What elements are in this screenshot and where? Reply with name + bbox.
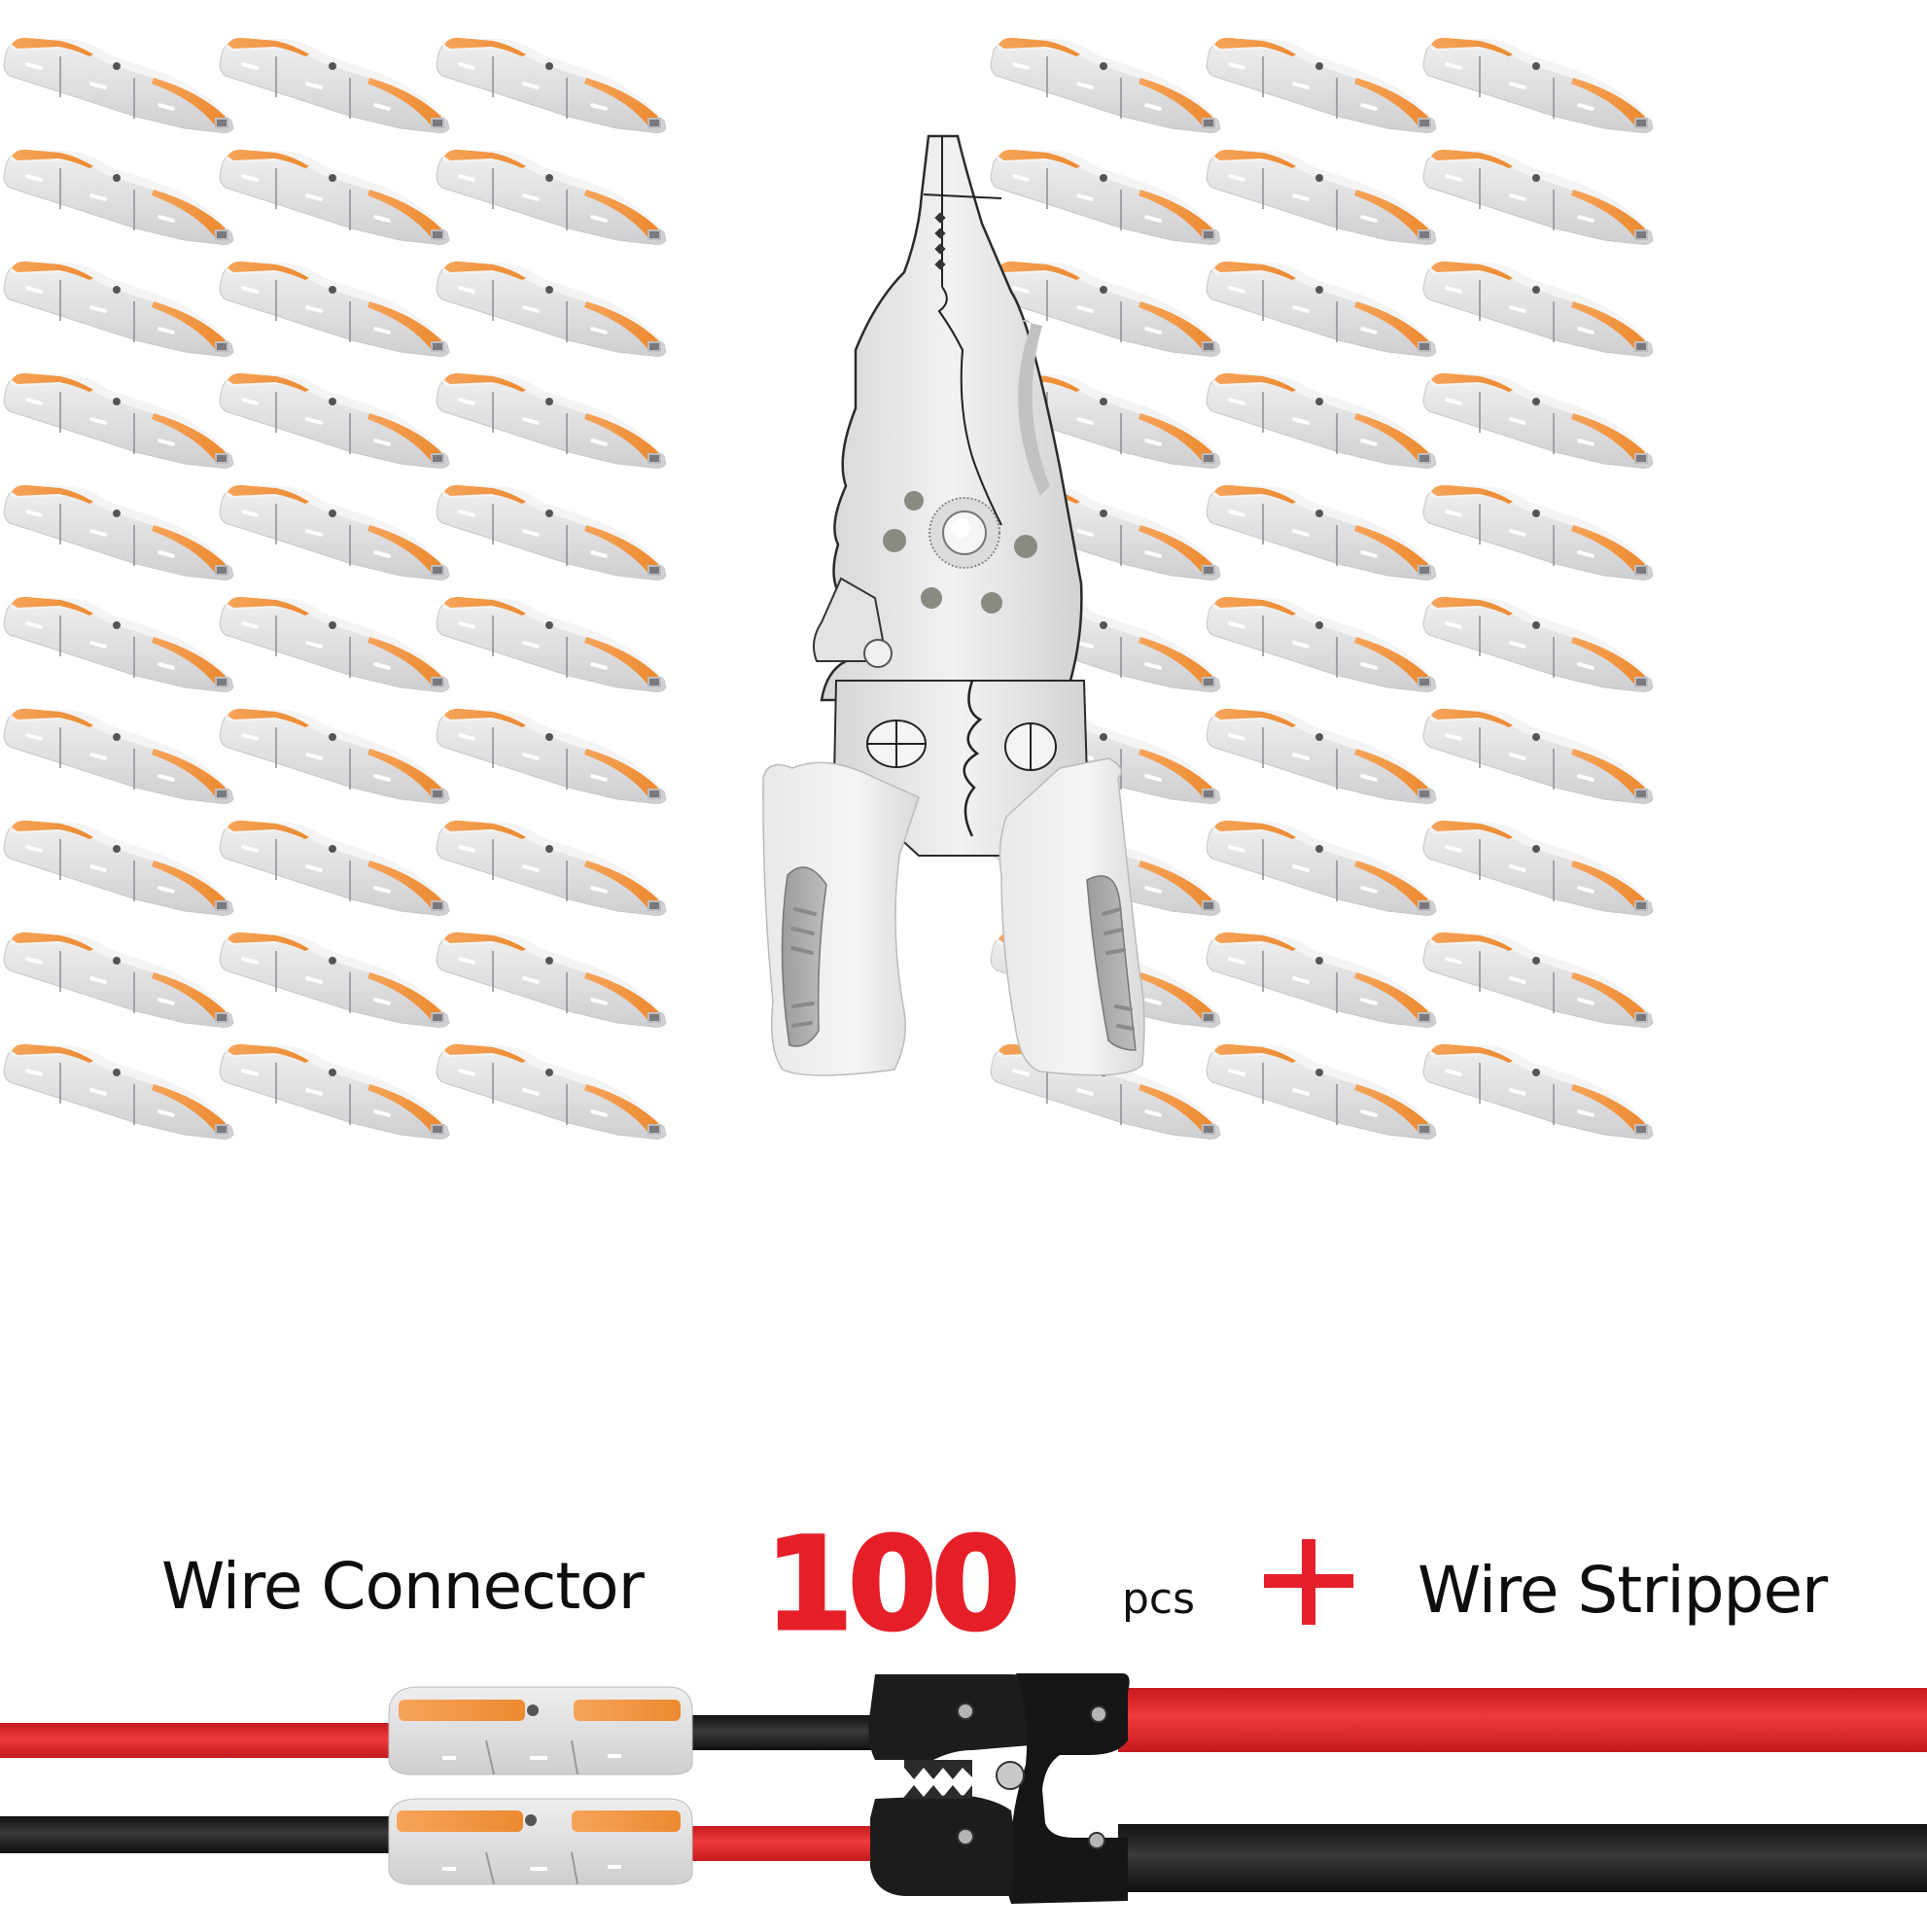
wire-connector-item: [1419, 27, 1667, 134]
wire-connector-item: [0, 474, 248, 581]
wire-connector-item: [216, 1034, 464, 1141]
wire-connector-item: [1203, 586, 1451, 693]
plus-icon: [1264, 1537, 1353, 1627]
wire-connector-item: [1203, 363, 1451, 470]
wire-connector-item: [1419, 698, 1667, 805]
wire-stripper-tool: [583, 117, 1147, 1089]
wire-connector-item: [216, 698, 464, 805]
inline-connector-bottom: [388, 1798, 693, 1885]
wire-connector-item: [1419, 1034, 1667, 1141]
wire-connector-item: [216, 922, 464, 1029]
wire-connector-item: [216, 27, 464, 134]
wire-connector-item: [1203, 810, 1451, 917]
wire-connector-item: [0, 1034, 248, 1141]
wire-connector-item: [216, 810, 464, 917]
promo-banner: Wire Connector 100 pcs Wire Stripper: [0, 1510, 1927, 1677]
wire-connector-item: [1203, 139, 1451, 246]
wire-connector-item: [1419, 363, 1667, 470]
product-label-wire-connector: Wire Connector: [161, 1549, 645, 1624]
wire-connector-item: [1203, 251, 1451, 358]
wire-connector-item: [1419, 810, 1667, 917]
wire-connector-item: [0, 27, 248, 134]
wire-connector-item: [216, 251, 464, 358]
wire-connector-item: [1419, 139, 1667, 246]
wire-red-top-far-right: [1118, 1688, 1927, 1752]
wire-black-bottom-far-right: [1118, 1824, 1927, 1892]
wire-connector-item: [1203, 27, 1451, 134]
wire-black-bottom-left: [0, 1816, 389, 1853]
wire-connector-item: [1419, 922, 1667, 1029]
inline-connector-top: [388, 1686, 693, 1775]
wire-connector-item: [1419, 586, 1667, 693]
black-crimper-tool: [868, 1673, 1130, 1904]
wire-connector-item: [1419, 251, 1667, 358]
wire-connector-item: [0, 698, 248, 805]
wire-connector-item: [1419, 474, 1667, 581]
wire-connector-item: [0, 586, 248, 693]
wire-connector-item: [0, 139, 248, 246]
wire-connector-item: [1203, 698, 1451, 805]
wire-red-top-left: [0, 1723, 389, 1758]
wire-connector-item: [0, 810, 248, 917]
product-label-wire-stripper: Wire Stripper: [1418, 1553, 1828, 1628]
quantity-unit: pcs: [1122, 1574, 1196, 1624]
wire-connector-item: [0, 251, 248, 358]
wire-connector-item: [1203, 922, 1451, 1029]
wire-connector-item: [216, 586, 464, 693]
wire-connector-item: [1203, 474, 1451, 581]
wire-connector-item: [216, 363, 464, 470]
wire-connector-item: [216, 139, 464, 246]
wire-connector-item: [216, 474, 464, 581]
quantity-number: 100: [763, 1510, 1023, 1660]
wire-connector-item: [0, 363, 248, 470]
wire-connector-item: [1203, 1034, 1451, 1141]
wire-connector-item: [0, 922, 248, 1029]
bottom-wire-graphic: [0, 1653, 1927, 1927]
